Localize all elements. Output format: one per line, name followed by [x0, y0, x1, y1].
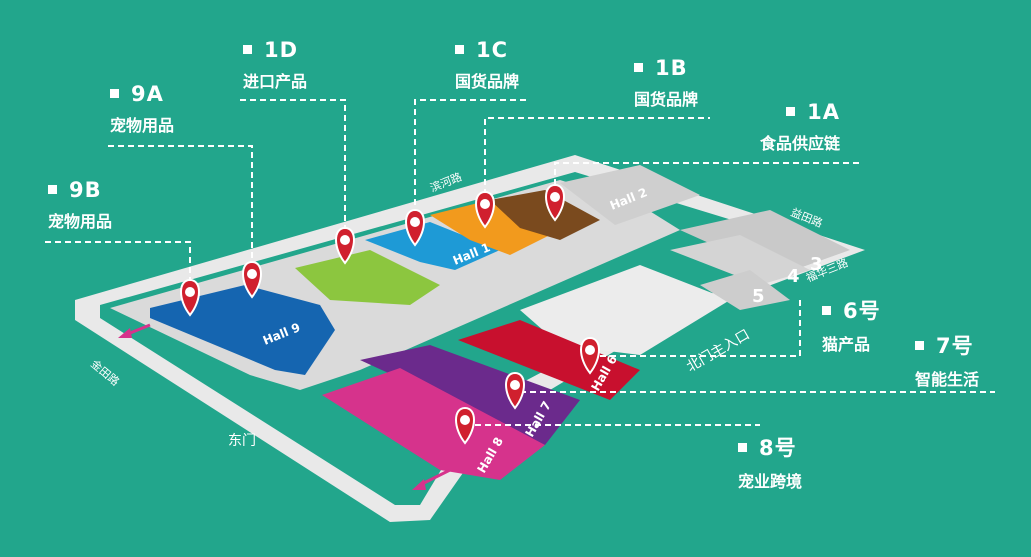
zone-category: 国货品牌	[634, 90, 699, 109]
gate-east: 东门	[228, 433, 256, 449]
bullet-icon	[110, 88, 119, 98]
hall-3-block	[680, 210, 850, 275]
pin-9a-icon[interactable]	[242, 260, 262, 299]
road-jintian: 金田路	[88, 357, 122, 389]
hall-1-brown	[490, 190, 600, 240]
arrow-south-icon	[412, 468, 451, 490]
zone-1a-label: 1A 食品供应链	[760, 100, 840, 154]
hall-3-number: 3	[810, 254, 823, 275]
zone-category: 国货品牌	[455, 72, 520, 91]
bullet-icon	[634, 62, 643, 72]
zone-9b-label: 9B 宠物用品	[48, 178, 112, 232]
zone-code: 9B	[69, 178, 102, 202]
leader-9a	[108, 145, 253, 270]
zone-code: 1D	[264, 38, 299, 62]
zone-category: 进口产品	[243, 72, 308, 91]
pin-1b-icon[interactable]	[475, 190, 495, 229]
zone-category: 宠物用品	[110, 116, 175, 135]
hall-4-block	[670, 235, 810, 285]
hall-1-green	[295, 250, 440, 305]
zone-code: 1B	[655, 56, 688, 80]
zone-category: 宠业跨境	[738, 472, 803, 491]
pin-9b-icon[interactable]	[180, 278, 200, 317]
bullet-icon	[48, 184, 57, 194]
leader-1c	[414, 99, 530, 235]
zone-code: 7号	[936, 334, 974, 358]
zone-1d-label: 1D 进口产品	[243, 38, 307, 92]
zone-code: 9A	[131, 82, 164, 106]
zone-category: 食品供应链	[760, 134, 841, 153]
hall-5-block	[700, 270, 790, 310]
zone-code: 1A	[807, 100, 841, 124]
north-plaza	[520, 265, 730, 355]
zone-code: 6号	[843, 299, 881, 323]
zone-category: 智能生活	[915, 370, 980, 389]
hall-1-blue	[365, 222, 500, 270]
zone-8-label: 8号 宠业跨境	[738, 432, 802, 492]
zone-category: 宠物用品	[48, 212, 113, 231]
zone-7-label: 7号 智能生活	[915, 330, 979, 390]
pin-1c-icon[interactable]	[405, 208, 425, 247]
hall-4-number: 4	[787, 266, 800, 287]
leader-6	[590, 300, 801, 357]
zone-category: 猫产品	[822, 335, 871, 354]
pin-1d-icon[interactable]	[335, 226, 355, 265]
hall-7-area	[360, 345, 580, 445]
zone-code: 8号	[759, 436, 797, 460]
bullet-icon	[455, 44, 464, 54]
bullet-icon	[915, 340, 924, 350]
hall-1-orange	[430, 200, 550, 255]
pin-7-icon[interactable]	[505, 371, 525, 410]
zone-9a-label: 9A 宠物用品	[110, 82, 174, 136]
pin-8-icon[interactable]	[455, 406, 475, 445]
zone-6-label: 6号 猫产品	[822, 295, 881, 355]
bullet-icon	[822, 305, 831, 315]
leader-9b	[45, 241, 191, 290]
zone-1b-label: 1B 国货品牌	[634, 56, 698, 110]
hall-9-area	[150, 285, 335, 375]
hall-8-area	[322, 368, 545, 480]
bullet-icon	[738, 442, 747, 452]
leader-1d	[240, 99, 346, 235]
zone-code: 1C	[476, 38, 509, 62]
gate-north: 北门主入口	[684, 327, 753, 376]
hall-5-number: 5	[752, 286, 765, 307]
bullet-icon	[786, 106, 796, 116]
bullet-icon	[243, 44, 252, 54]
arrow-west-icon	[118, 323, 151, 338]
hall-6-area	[458, 320, 640, 400]
pin-1a-icon[interactable]	[545, 183, 565, 222]
zone-1c-label: 1C 国货品牌	[455, 38, 519, 92]
pin-6-icon[interactable]	[580, 336, 600, 375]
hall-2-block	[560, 165, 700, 225]
